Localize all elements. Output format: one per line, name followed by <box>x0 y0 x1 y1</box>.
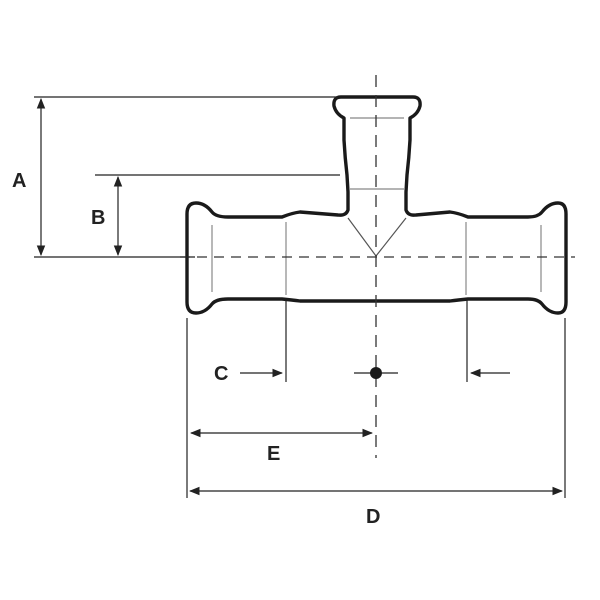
center-lines <box>180 75 575 458</box>
center-point-dot <box>370 367 382 379</box>
fitting-outline <box>185 95 568 315</box>
dimension-d <box>186 318 566 498</box>
dim-label-a: A <box>12 170 26 192</box>
branch-bore-lines <box>347 217 407 257</box>
dimension-a <box>34 96 338 258</box>
dim-label-d: D <box>366 506 380 528</box>
dim-label-b: B <box>91 207 105 229</box>
dim-label-c: C <box>214 363 228 385</box>
dimension-b <box>95 174 340 257</box>
tee-fitting <box>185 95 568 315</box>
dim-label-e: E <box>267 443 280 465</box>
dimension-c <box>240 300 510 382</box>
